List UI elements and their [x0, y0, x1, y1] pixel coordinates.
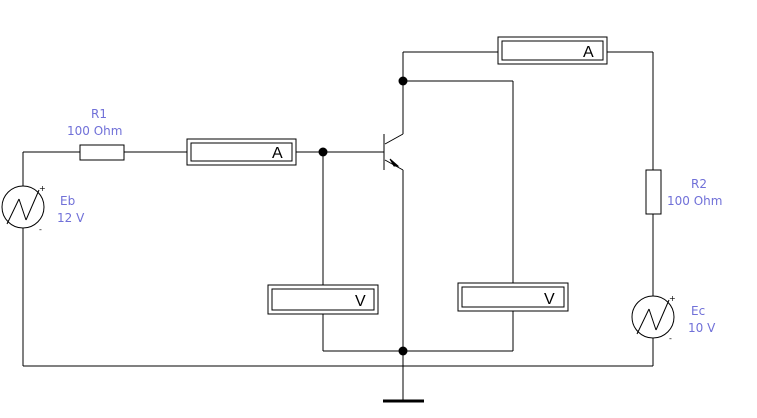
- ec-name: Ec: [691, 304, 705, 318]
- ammeter-base-label: A: [272, 145, 283, 162]
- battery-ec[interactable]: + - Ec 10 V: [631, 294, 716, 343]
- ec-minus-sign: -: [669, 334, 672, 343]
- voltmeter-collector-label: V: [544, 291, 555, 308]
- junction-base: [318, 147, 328, 157]
- r2-value: 100 Ohm: [667, 194, 722, 208]
- battery-eb[interactable]: + - Eb 12 V: [1, 184, 85, 234]
- ec-plus-sign: +: [669, 294, 676, 303]
- npn-transistor: [383, 133, 404, 171]
- emitter-arrow-icon: [389, 158, 400, 167]
- resistor-r2[interactable]: R2 100 Ohm: [645, 169, 722, 215]
- ammeter-collector[interactable]: A: [497, 36, 608, 65]
- eb-plus-sign: +: [39, 184, 46, 193]
- ec-value: 10 V: [688, 321, 716, 335]
- eb-value: 12 V: [57, 211, 85, 225]
- r2-name: R2: [691, 177, 707, 191]
- wires: [22, 51, 654, 401]
- junction-ground: [398, 346, 408, 356]
- resistor-r1[interactable]: R1 100 Ohm: [67, 107, 125, 161]
- r1-name: R1: [91, 107, 107, 121]
- ammeter-collector-label: A: [583, 44, 594, 61]
- r1-value: 100 Ohm: [67, 124, 122, 138]
- ammeter-base[interactable]: A: [186, 138, 297, 166]
- voltmeter-base[interactable]: V: [267, 284, 379, 315]
- eb-name: Eb: [60, 194, 75, 208]
- eb-minus-sign: -: [39, 225, 42, 234]
- voltmeter-collector[interactable]: V: [457, 282, 569, 312]
- junction-collector: [398, 76, 408, 86]
- voltmeter-base-label: V: [355, 293, 366, 310]
